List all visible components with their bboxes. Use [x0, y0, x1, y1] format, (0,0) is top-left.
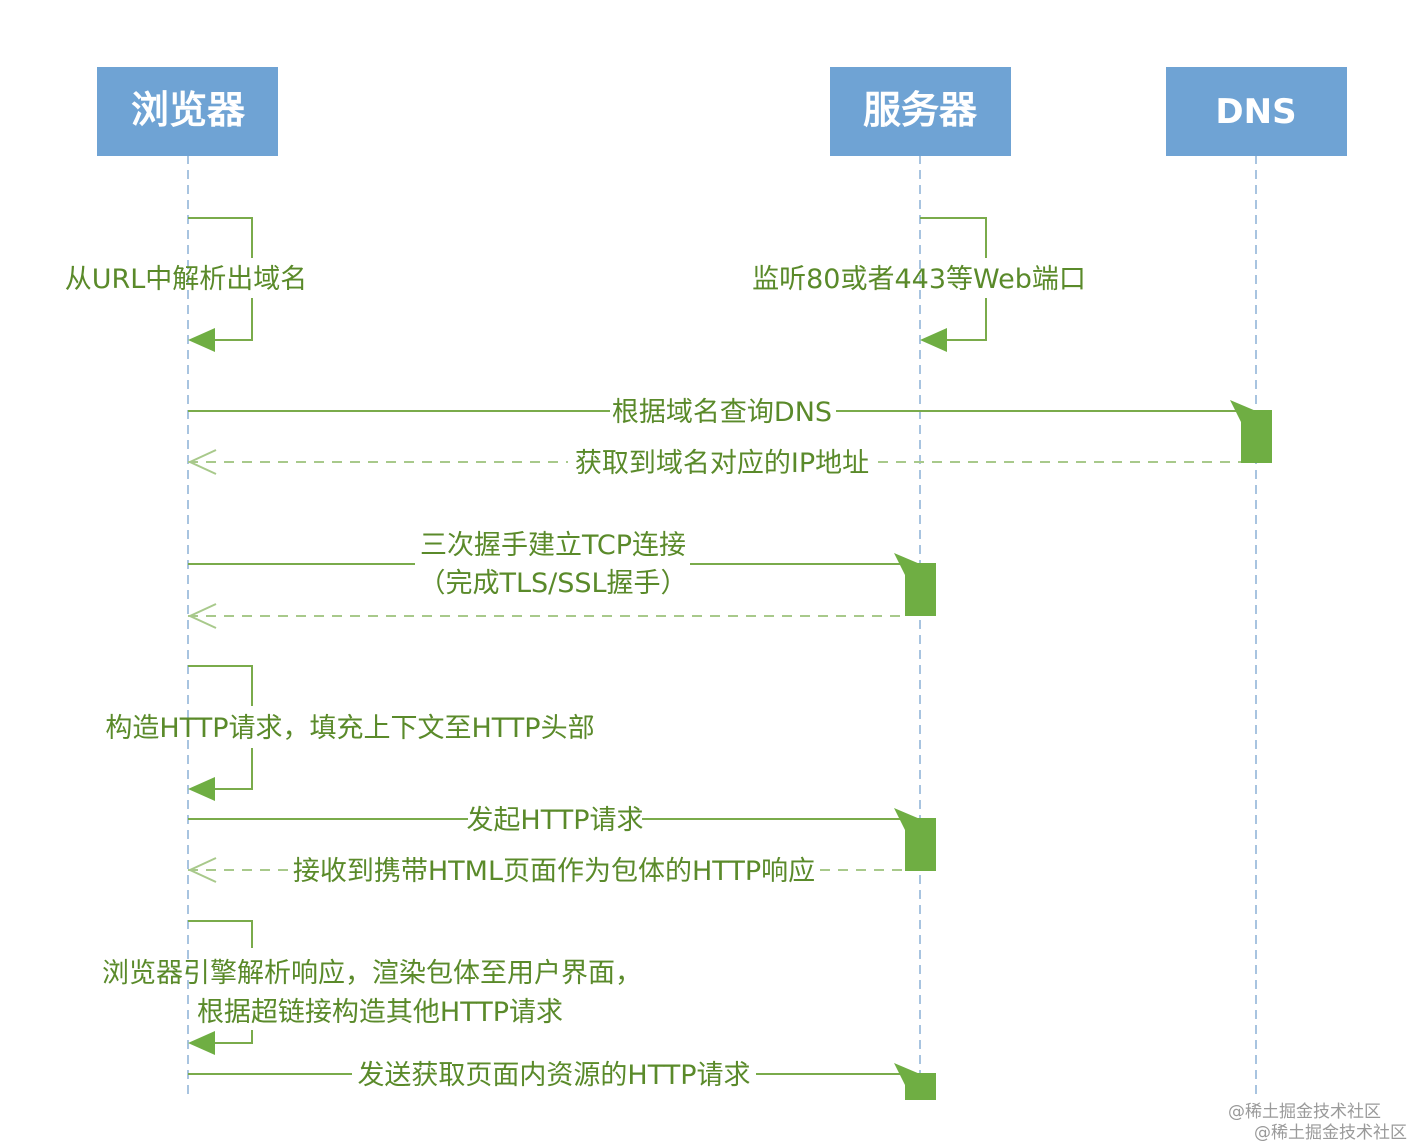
self-loop-line	[920, 217, 987, 258]
message-fetch-resources: 发送获取页面内资源的HTTP请求	[188, 1060, 920, 1091]
dns-header-label: DNS	[1215, 92, 1296, 132]
dns-participant: DNS	[1166, 67, 1347, 156]
self-loop-line	[188, 217, 253, 258]
arrow-head	[188, 777, 215, 801]
arrow-head	[187, 603, 217, 629]
message-label: 发送获取页面内资源的HTTP请求	[357, 1060, 750, 1091]
self-loop-line	[212, 298, 253, 341]
self-loop-line	[944, 298, 987, 341]
message-handshake-return	[187, 603, 905, 629]
server-activation-request	[905, 818, 936, 871]
message-label: （完成TLS/SSL握手）	[418, 568, 687, 599]
message-query-dns: 根据域名查询DNS	[188, 397, 1256, 428]
message-label: 根据域名查询DNS	[612, 397, 832, 428]
self-message-parse-url: 从URL中解析出域名	[65, 217, 308, 352]
self-loop-line	[212, 1030, 253, 1044]
message-handshake: 三次握手建立TCP连接 （完成TLS/SSL握手）	[188, 530, 920, 599]
dns-activation	[1241, 410, 1272, 463]
arrow-head	[894, 553, 920, 575]
arrow-head	[894, 1063, 920, 1085]
self-loop-line	[188, 920, 253, 948]
message-receive-response: 接收到携带HTML页面作为包体的HTTP响应	[187, 856, 905, 887]
arrow-head	[187, 449, 217, 475]
dns-header-box	[1166, 67, 1347, 156]
message-dns-reply: 获取到域名对应的IP地址	[187, 448, 1241, 479]
self-message-render: 浏览器引擎解析响应，渲染包体至用户界面， 根据超链接构造其他HTTP请求	[102, 920, 642, 1055]
message-label: 监听80或者443等Web端口	[752, 264, 1086, 295]
self-loop-line	[188, 665, 253, 706]
server-header-label: 服务器	[863, 88, 978, 132]
self-loop-line	[212, 748, 253, 790]
message-label: 构造HTTP请求，填充上下文至HTTP头部	[105, 713, 594, 744]
arrow-head	[920, 328, 947, 352]
server-activation-handshake	[905, 563, 936, 616]
self-message-build-request: 构造HTTP请求，填充上下文至HTTP头部	[105, 665, 595, 801]
browser-participant: 浏览器	[97, 67, 278, 156]
server-participant: 服务器	[830, 67, 1011, 156]
watermark-text: @稀土掘金技术社区	[1254, 1123, 1407, 1143]
message-send-request: 发起HTTP请求	[188, 805, 920, 836]
self-message-listen: 监听80或者443等Web端口	[752, 217, 1086, 352]
browser-header-label: 浏览器	[131, 88, 246, 132]
arrow-head	[188, 328, 215, 352]
browser-header-box	[97, 67, 278, 156]
server-header-box	[830, 67, 1011, 156]
arrow-head	[1230, 400, 1256, 422]
watermark-text: @稀土掘金技术社区	[1228, 1102, 1381, 1122]
message-label: 获取到域名对应的IP地址	[575, 448, 869, 479]
message-label: 根据超链接构造其他HTTP请求	[197, 997, 563, 1028]
arrow-head	[187, 857, 217, 883]
message-label: 浏览器引擎解析响应，渲染包体至用户界面，	[102, 958, 642, 989]
message-label: 从URL中解析出域名	[65, 264, 308, 295]
message-label: 接收到携带HTML页面作为包体的HTTP响应	[293, 856, 815, 887]
arrow-head	[188, 1031, 215, 1055]
arrow-head	[894, 808, 920, 830]
message-label: 发起HTTP请求	[466, 805, 643, 836]
message-label: 三次握手建立TCP连接	[420, 530, 686, 561]
